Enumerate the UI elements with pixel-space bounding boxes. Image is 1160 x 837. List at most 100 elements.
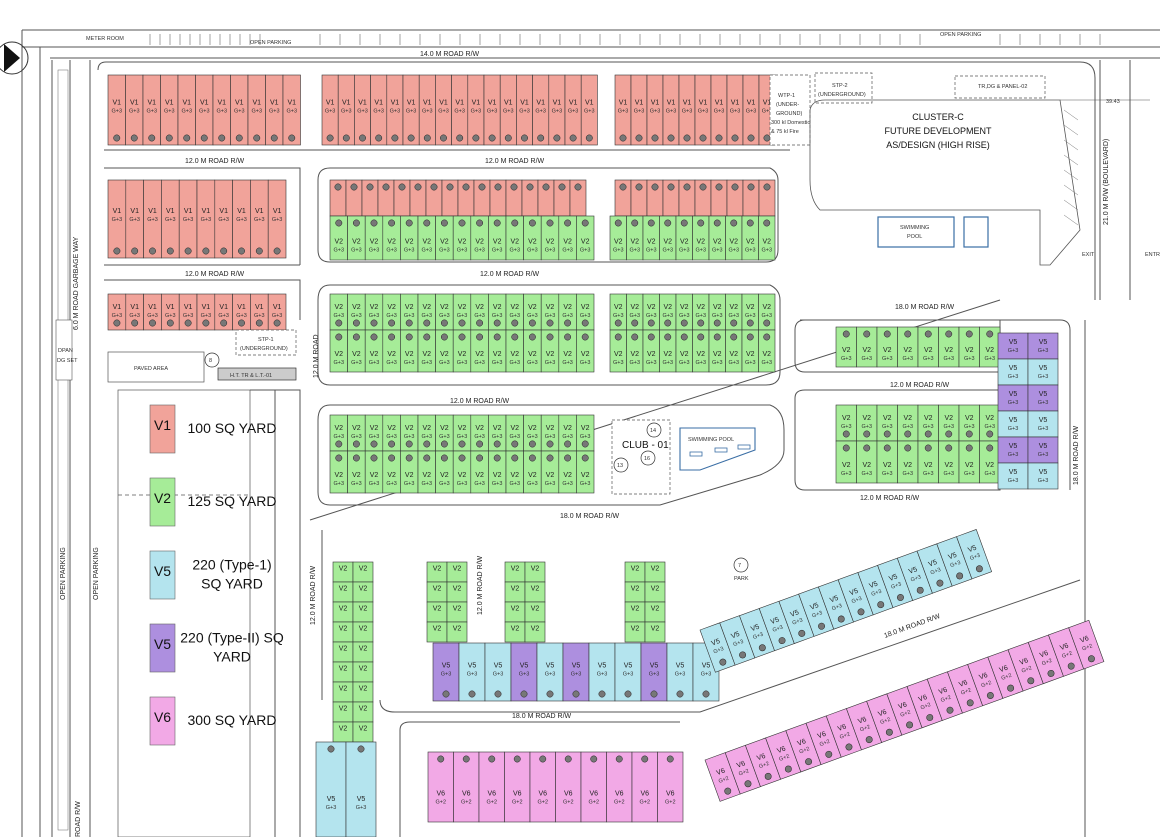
unit-code: V5 xyxy=(908,566,919,576)
unit-code: V2 xyxy=(546,304,555,311)
road-label: 12.0 M ROAD R/W xyxy=(860,495,920,502)
wtp-label: & 75 kl Fire xyxy=(771,129,799,135)
unit-plot: V1G+3 xyxy=(321,74,339,146)
unit-code: V2 xyxy=(563,304,572,311)
unit-plot: V5G+3 xyxy=(666,642,694,702)
unit-code: V2 xyxy=(335,304,344,311)
unit-plot: V1G+3 xyxy=(614,74,632,146)
legend-label: SQ YARD xyxy=(201,576,263,592)
unit-code: V6 xyxy=(513,790,522,797)
unit-code: V5 xyxy=(1039,443,1048,450)
wtp-label: (UNDER- xyxy=(776,102,799,108)
unit-plot: V5G+3 xyxy=(484,642,512,702)
unit-plot: V6G+2 xyxy=(866,693,903,743)
unit-floors: G+3 xyxy=(679,360,690,366)
unit-plot: V2G+3 xyxy=(917,326,939,368)
unit-plot: V2G+3 xyxy=(540,293,560,331)
unit-plot: V6G+2 xyxy=(906,678,943,729)
unit-code: V6 xyxy=(756,753,767,763)
unit-plot: V1G+3 xyxy=(142,74,161,146)
unit-floors: G+3 xyxy=(943,424,954,430)
unit-floors: G+3 xyxy=(519,671,530,677)
unit-code: V2 xyxy=(335,472,344,479)
unit-floors: G+3 xyxy=(492,434,503,440)
unit-floors: G+3 xyxy=(527,247,538,253)
unit-code: V5 xyxy=(809,602,820,612)
unit-floors: G+3 xyxy=(580,313,591,319)
unit-code: V2 xyxy=(862,347,871,354)
unit-plot: V1G+3 xyxy=(178,179,198,259)
unit-floors: G+2 xyxy=(1061,651,1073,660)
unit-floors: G+3 xyxy=(351,360,362,366)
unit-floors: G+3 xyxy=(923,424,934,430)
unit-plot: V2G+3 xyxy=(540,329,560,373)
unit-floors: G+3 xyxy=(369,313,380,319)
unit-plot: V6G+2 xyxy=(657,751,684,823)
unit-plot: V2G+3 xyxy=(692,293,710,331)
unit-plot: V5G+3 xyxy=(956,529,993,580)
unit-floors: G+3 xyxy=(341,108,352,114)
unit-plot: V1G+3 xyxy=(742,74,760,146)
unit-floors: G+3 xyxy=(571,671,582,677)
unit-code: V2 xyxy=(680,238,689,245)
unit-plot: V1G+3 xyxy=(107,293,127,331)
unit-plot: V2 xyxy=(426,601,448,623)
unit-code: V2 xyxy=(511,565,520,572)
unit-plot: V5G+3 xyxy=(1027,462,1059,490)
unit-code: V2 xyxy=(339,685,348,692)
unit-code: V2 xyxy=(511,238,520,245)
unit-plot xyxy=(694,179,712,217)
unit-row: V5G+3V5G+3V5G+3V5G+3V5G+3V5G+3V5G+3V5G+3… xyxy=(699,529,993,673)
unit-code: V5 xyxy=(442,662,451,669)
unit-code: V2 xyxy=(546,238,555,245)
unit-code: V2 xyxy=(729,304,738,311)
unit-floors: G+3 xyxy=(882,356,893,362)
unit-code: V5 xyxy=(790,609,801,619)
unit-code: V2 xyxy=(762,238,771,245)
legend-label: 125 SQ YARD xyxy=(188,493,277,509)
unit-floors: G+3 xyxy=(286,108,297,114)
unit-plot: V2G+3 xyxy=(505,329,524,373)
unit-code: V1 xyxy=(391,99,400,106)
unit-plot: V2G+3 xyxy=(725,329,743,373)
unit-floors: G+2 xyxy=(879,717,891,726)
unit-floors: G+3 xyxy=(404,481,415,487)
unit-floors: G+3 xyxy=(871,589,883,598)
unit-floors: G+2 xyxy=(940,695,952,704)
unit-floors: G+3 xyxy=(1008,426,1019,432)
unit-plot: V2G+3 xyxy=(452,215,472,261)
unit-code: V1 xyxy=(715,99,724,106)
cluster-subtitle: FUTURE DEVELOPMENT xyxy=(884,126,992,136)
unit-plot: V2G+3 xyxy=(609,329,627,373)
unit-code: V5 xyxy=(1009,339,1018,346)
unit-plot: V2G+3 xyxy=(435,215,454,261)
unit-floors: G+3 xyxy=(129,313,140,319)
unit-plot: V2 xyxy=(524,561,546,583)
unit-code: V2 xyxy=(359,685,368,692)
unit-plot: V2 xyxy=(624,621,646,643)
unit-code: V2 xyxy=(631,565,640,572)
unit-code: V5 xyxy=(849,588,860,598)
unit-code: V2 xyxy=(475,425,484,432)
unit-floors: G+3 xyxy=(682,108,693,114)
road-label: 12.0 M ROAD R/W xyxy=(185,271,245,278)
unit-floors: G+3 xyxy=(580,360,591,366)
unit-code: V2 xyxy=(651,625,660,632)
unit-code: V1 xyxy=(202,208,211,215)
unit-floors: G+3 xyxy=(457,247,468,253)
unit-floors: G+3 xyxy=(545,313,556,319)
unit-plot: V1G+3 xyxy=(250,179,269,259)
unit-code: V5 xyxy=(1009,365,1018,372)
unit-code: V5 xyxy=(327,796,336,803)
unit-floors: G+3 xyxy=(457,434,468,440)
unit-code: V6 xyxy=(776,745,787,755)
unit-floors: G+2 xyxy=(588,799,599,805)
unit-plot: V2G+3 xyxy=(741,293,759,331)
unit-floors: G+2 xyxy=(639,799,650,805)
unit-floors: G+3 xyxy=(218,313,229,319)
unit-code: V2 xyxy=(339,665,348,672)
unit-code: V2 xyxy=(511,472,520,479)
unit-plot: V1G+3 xyxy=(337,74,355,146)
unit-code: V5 xyxy=(750,624,761,634)
